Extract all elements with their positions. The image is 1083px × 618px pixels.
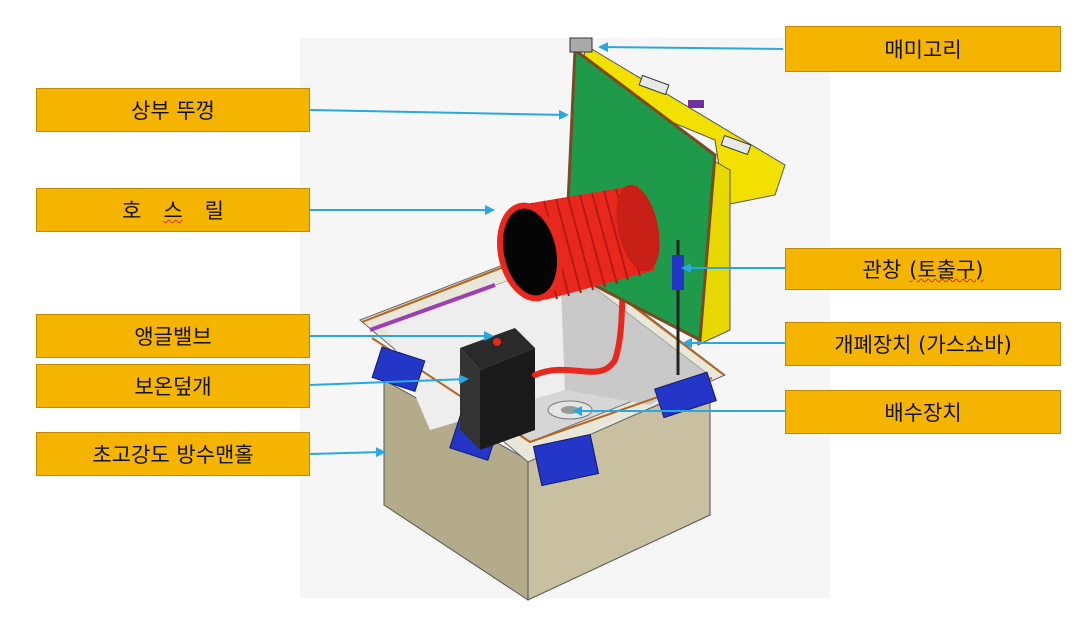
label-upper-lid: 상부 뚜껑 bbox=[36, 88, 310, 132]
observation-window-text: 관창 bbox=[862, 258, 902, 282]
label-angle-valve: 앵글밸브 bbox=[36, 314, 310, 358]
label-drain-device: 배수장치 bbox=[785, 390, 1061, 434]
label-observation-window: 관창 (토출구) bbox=[785, 248, 1061, 290]
observation-window-paren: (토출구) bbox=[909, 258, 984, 282]
arrow-insulation-cover bbox=[309, 374, 469, 386]
hose-reel bbox=[497, 184, 660, 302]
label-manhole: 초고강도 방수맨홀 bbox=[36, 432, 310, 476]
label-hose-reel: 호 스 릴 bbox=[36, 188, 310, 232]
angle-valve-box bbox=[460, 328, 535, 450]
arrow-manhole bbox=[309, 447, 386, 458]
hose-reel-char-2: 스 bbox=[163, 199, 183, 223]
leader-arrows bbox=[309, 42, 785, 458]
hose-reel-char-1: 호 bbox=[122, 199, 142, 223]
label-opening-device: 개폐장치 (가스쇼바) bbox=[785, 322, 1061, 366]
label-insulation-cover: 보온덮개 bbox=[36, 364, 310, 408]
arrow-cicada-hook bbox=[598, 42, 784, 53]
hose-reel-char-3: 릴 bbox=[204, 199, 224, 223]
label-cicada-hook: 매미고리 bbox=[785, 26, 1061, 72]
cicada-hook bbox=[569, 37, 593, 53]
arrow-upper-lid bbox=[309, 109, 569, 120]
